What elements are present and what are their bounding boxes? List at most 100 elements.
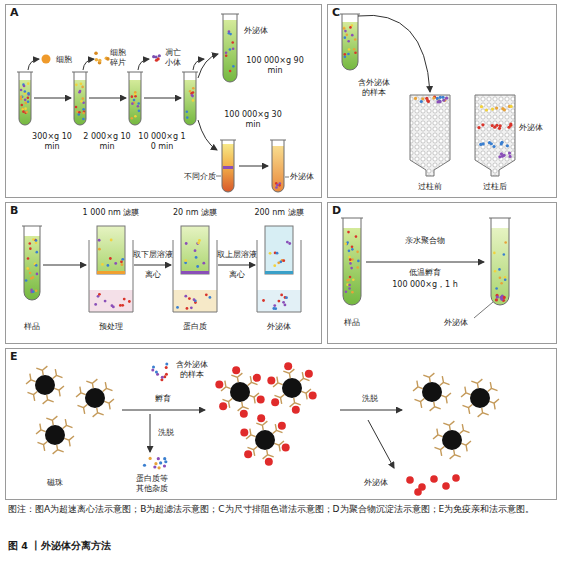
- antibody: [36, 424, 46, 435]
- particle: [414, 97, 417, 100]
- particle: [82, 108, 85, 111]
- tube-rim: [340, 14, 360, 15]
- annotation-label: 外泌体: [519, 123, 543, 133]
- tube-rim: [127, 72, 143, 73]
- particle: [25, 111, 28, 114]
- arrow: [144, 98, 181, 99]
- annotation-label: 100 000×g 90 min: [244, 56, 306, 76]
- particle: [282, 259, 285, 262]
- beaker: [173, 240, 217, 312]
- tube-outline: [74, 72, 86, 125]
- particle: [155, 371, 158, 374]
- particle: [498, 155, 501, 158]
- arrow: [122, 410, 205, 411]
- arrow: [43, 265, 86, 266]
- exosome-pellet: [275, 182, 281, 189]
- particle: [131, 95, 134, 98]
- antibody: [430, 402, 441, 411]
- test-tube: [17, 72, 33, 125]
- particle: [349, 26, 352, 29]
- exosome: [267, 376, 275, 384]
- particle: [276, 252, 279, 255]
- particle: [184, 295, 187, 298]
- particle: [75, 106, 78, 109]
- tube-outline: [491, 218, 509, 305]
- particle: [35, 264, 38, 267]
- particle: [348, 256, 351, 259]
- antibody: [231, 373, 242, 382]
- antibody: [478, 408, 489, 417]
- annotation-label: 蛋白质等其他杂质: [135, 474, 170, 494]
- cell-debris: [94, 51, 109, 64]
- particle: [149, 457, 152, 460]
- particle: [30, 289, 33, 292]
- antibody: [53, 445, 64, 454]
- particle: [114, 262, 117, 265]
- magnetic-bead: [413, 373, 451, 411]
- particle: [426, 99, 429, 102]
- annotation-label: 外泌体: [267, 322, 291, 332]
- antibody: [489, 399, 499, 410]
- antibody: [86, 379, 97, 388]
- particle: [196, 265, 199, 268]
- particle: [198, 239, 201, 242]
- annotation-label: 洗脱: [362, 394, 378, 404]
- filtrate: [257, 290, 301, 312]
- particle: [353, 48, 356, 51]
- magnetic-bead: [461, 379, 499, 417]
- membrane: [265, 271, 293, 274]
- particle: [192, 87, 195, 90]
- particle: [143, 464, 146, 467]
- sample-particles: [151, 363, 168, 382]
- art-circle: [255, 430, 275, 450]
- particle: [343, 27, 346, 30]
- annotation-label: 离心: [145, 270, 161, 279]
- particle: [344, 30, 347, 33]
- particle: [480, 105, 483, 108]
- particle: [273, 264, 276, 267]
- annotation-label: 预处理: [99, 322, 123, 332]
- particle: [184, 259, 187, 262]
- particle: [495, 287, 498, 290]
- particle: [24, 107, 27, 110]
- panel-letter: D: [328, 203, 556, 217]
- antibody: [54, 386, 64, 397]
- particle: [490, 142, 493, 145]
- particle: [504, 276, 507, 279]
- exosome: [257, 414, 265, 422]
- particle: [349, 258, 352, 261]
- particle: [346, 34, 349, 37]
- particle: [26, 267, 29, 270]
- particle: [24, 90, 27, 93]
- exosome: [232, 366, 240, 374]
- arrow: [340, 410, 402, 411]
- particle: [477, 126, 480, 129]
- annotation-label: 洗脱: [158, 428, 174, 438]
- particle: [119, 304, 122, 307]
- annotation-label: 细胞: [56, 55, 72, 65]
- particle: [165, 363, 168, 366]
- exosome: [292, 406, 300, 414]
- art-circle: [422, 382, 442, 402]
- panel-box: E: [5, 348, 557, 500]
- annotation-label: 离心: [229, 270, 245, 279]
- particle: [493, 252, 496, 255]
- particle: [506, 144, 509, 147]
- antibody: [460, 424, 470, 434]
- particle: [120, 263, 123, 266]
- arrow: [198, 54, 218, 78]
- antibody: [461, 441, 471, 452]
- arrow: [28, 59, 39, 70]
- particle: [128, 300, 131, 303]
- tube-rim: [72, 72, 88, 73]
- particle: [32, 276, 35, 279]
- particle: [27, 96, 30, 99]
- particle: [277, 261, 280, 264]
- particle: [351, 248, 354, 251]
- exosome-band: [223, 166, 233, 169]
- antibody: [443, 421, 454, 430]
- filter-insert: [181, 226, 209, 274]
- particle: [27, 257, 30, 260]
- exosome: [240, 428, 248, 436]
